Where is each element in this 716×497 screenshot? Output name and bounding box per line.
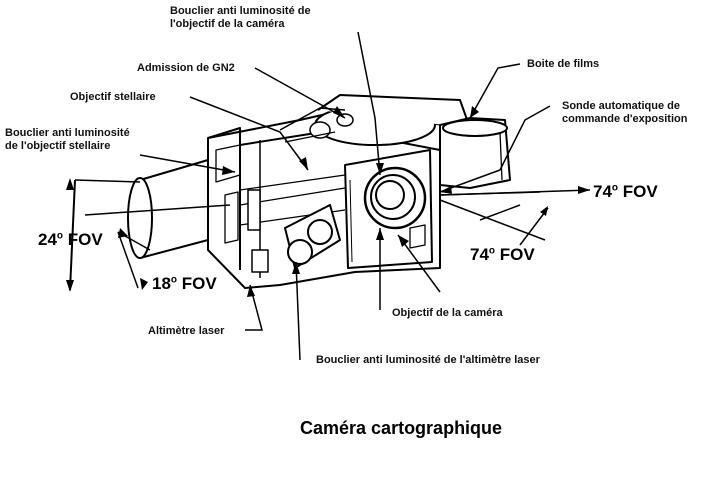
fov-74-upper-unit: FOV: [622, 182, 658, 201]
stellar-lens-label: Objectif stellaire: [70, 91, 156, 103]
stellar-shield-label: Bouclier anti luminosité de l'objectif s…: [5, 127, 130, 153]
fov-74-upper-degree: o: [611, 182, 619, 194]
fov-74-lower-value: 74: [470, 245, 489, 264]
exposure-probe-label: Sonde automatique de commande d'expositi…: [562, 100, 687, 126]
gn2-intake-label: Admission de GN2: [137, 62, 235, 74]
film-box-drawing: [439, 117, 511, 189]
side-fittings: [247, 189, 269, 273]
exposure-probe-label-line1: Sonde automatique de: [562, 100, 680, 112]
camera-lens-drawing: [363, 166, 427, 230]
fov-74-lower-label: 74o FOV: [470, 245, 535, 265]
fov-24-degree: o: [56, 230, 64, 242]
fov-18-unit: FOV: [181, 274, 217, 293]
laser-altimeter-label: Altimètre laser: [148, 325, 225, 337]
camera-shield-label-line2: l'objectif de la caméra: [170, 18, 285, 30]
fov-24-unit: FOV: [67, 230, 103, 249]
fov-18-degree: o: [170, 274, 178, 286]
diagram-title: Caméra cartographique: [300, 418, 503, 438]
fov-74-lower-degree: o: [488, 245, 496, 257]
fov-24-label: 24o FOV: [38, 230, 103, 250]
fov-24-value: 24: [38, 230, 57, 249]
exposure-probe-label-line2: commande d'exposition: [562, 113, 688, 125]
stellar-shield-label-line2: de l'objectif stellaire: [5, 140, 111, 152]
stellar-shield-label-line1: Bouclier anti luminosité: [5, 127, 130, 139]
fov-74-lower-unit: FOV: [499, 245, 535, 264]
leader-lines: [139, 31, 551, 361]
camera-shield-label-line1: Bouclier anti luminosité de: [170, 5, 311, 17]
fov-18-label: 18o FOV: [152, 274, 217, 294]
fov-18-value: 18: [152, 274, 171, 293]
fov-74-upper-label: 74o FOV: [593, 182, 658, 202]
camera-lens-label: Objectif de la caméra: [392, 307, 503, 319]
laser-altimeter-drawing: [284, 204, 341, 269]
camera-shield-label: Bouclier anti luminosité de l'objectif d…: [170, 5, 311, 31]
altimeter-shield-label: Bouclier anti luminosité de l'altimètre …: [316, 354, 540, 366]
fov-74-upper-value: 74: [593, 182, 612, 201]
film-box-label: Boite de films: [527, 58, 600, 70]
